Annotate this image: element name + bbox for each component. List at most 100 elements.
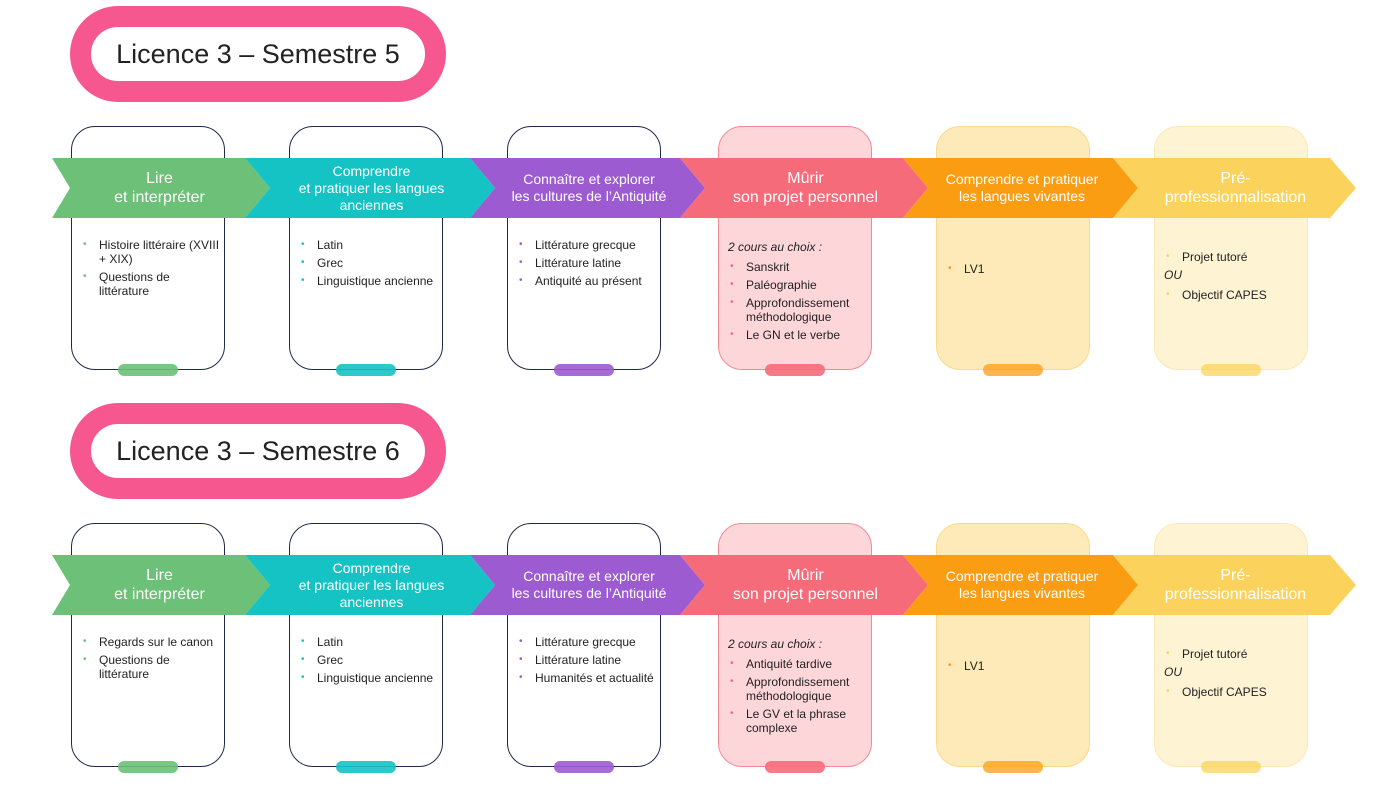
card-content-langues-vivantes: LV1 (946, 659, 1086, 677)
course-item: Regards sur le canon (81, 635, 221, 649)
card-tab-antiquite (554, 761, 614, 773)
arrow-label-line: Pré- (1220, 567, 1251, 584)
semester-5-section: Licence 3 – Semestre 5 Lire et interpréter… (0, 0, 1386, 390)
course-list: Antiquité tardiveApprofondissement métho… (728, 657, 868, 735)
arrow-label-pre-professionnalisation: Pré-professionnalisation (1141, 555, 1330, 615)
arrow-lire (52, 158, 270, 218)
course-list: SanskritPaléographieApprofondissement mé… (728, 260, 868, 342)
card-tab-lire (118, 364, 178, 376)
arrow-label-line: Lire (146, 567, 173, 584)
course-list: LV1 (946, 659, 1086, 673)
arrow-label-line: les cultures de l’Antiquité (511, 585, 667, 601)
arrow-label-line: Comprendre (332, 162, 411, 179)
course-item: LV1 (946, 262, 1086, 276)
semester-title: Licence 3 – Semestre 6 (116, 435, 400, 466)
card-tab-pre-professionnalisation (1201, 364, 1261, 376)
course-item: Littérature latine (517, 653, 657, 667)
arrow-label-line: Mûrir (787, 170, 824, 187)
card-tab-projet-personnel (765, 761, 825, 773)
course-item: Grec (299, 256, 439, 270)
arrow-label-lire: Lire et interpréter (74, 555, 245, 615)
course-item: Littérature latine (517, 256, 657, 270)
arrow-label-line: Lire (146, 170, 173, 187)
course-item: Latin (299, 238, 439, 252)
arrow-label-line: anciennes (339, 196, 404, 213)
semester-title: Licence 3 – Semestre 5 (116, 38, 400, 69)
course-item: Littérature grecque (517, 635, 657, 649)
course-item: Linguistique ancienne (299, 671, 439, 685)
arrow-label-line: Comprendre et pratiquer (945, 568, 1099, 584)
process-arrows (52, 555, 1356, 615)
arrow-projet-personnel (680, 158, 928, 218)
or-separator: OU (1164, 268, 1182, 282)
card-tab-langues-anciennes (336, 364, 396, 376)
arrow-label-line: et interpréter (114, 586, 205, 603)
arrow-lire (52, 555, 270, 615)
semester-6-section: Licence 3 – Semestre 6 Lire et interpréter… (0, 397, 1386, 787)
choice-note: 2 cours au choix : (728, 240, 823, 254)
arrow-label-line: et pratiquer les langues (298, 576, 445, 593)
arrow-label-line: Connaître et explorer (523, 171, 655, 187)
course-list: Objectif CAPES (1164, 288, 1304, 302)
card-tab-projet-personnel (765, 364, 825, 376)
course-item: Projet tutoré (1164, 250, 1304, 264)
course-item: Sanskrit (728, 260, 868, 274)
course-item: Approfondissement méthodologique (728, 675, 868, 703)
arrow-label-line: Pré- (1220, 170, 1251, 187)
course-list: LatinGrecLinguistique ancienne (299, 635, 439, 685)
arrow-projet-personnel (680, 555, 928, 615)
arrow-langues-anciennes (245, 158, 495, 218)
card-content-antiquite: Littérature grecqueLittérature latineHum… (517, 635, 657, 689)
arrow-label-line: professionnalisation (1164, 189, 1307, 206)
course-item: Humanités et actualité (517, 671, 657, 685)
arrow-label-line: et pratiquer les langues (298, 179, 445, 196)
card-tab-langues-vivantes (983, 364, 1043, 376)
arrow-label-line: anciennes (339, 593, 404, 610)
course-item: Grec (299, 653, 439, 667)
arrow-label-lire: Lire et interpréter (74, 158, 245, 218)
process-arrows (52, 158, 1356, 218)
arrow-pre-professionnalisation (1113, 555, 1356, 615)
semester-title-pill: Licence 3 – Semestre 5 (70, 6, 446, 102)
course-list: Regards sur le canonQuestions de littéra… (81, 635, 221, 681)
arrow-label-line: et interpréter (114, 189, 205, 206)
course-item: Projet tutoré (1164, 647, 1304, 661)
arrow-label-line: Mûrir (787, 567, 824, 584)
card-content-pre-professionnalisation: Projet tutoréOUObjectif CAPES (1164, 647, 1304, 703)
course-list: Littérature grecqueLittérature latineHum… (517, 635, 657, 685)
course-item: Latin (299, 635, 439, 649)
course-list: LatinGrecLinguistique ancienne (299, 238, 439, 288)
arrow-label-line: Comprendre et pratiquer (945, 171, 1099, 187)
semester-title-pill: Licence 3 – Semestre 6 (70, 403, 446, 499)
course-item: Paléographie (728, 278, 868, 292)
course-item: Approfondissement méthodologique (728, 296, 868, 324)
arrow-label-line: les langues vivantes (958, 585, 1086, 601)
arrow-langues-vivantes (903, 158, 1138, 218)
arrow-antiquite (470, 158, 705, 218)
course-item: Littérature grecque (517, 238, 657, 252)
arrow-langues-anciennes (245, 555, 495, 615)
card-tab-lire (118, 761, 178, 773)
course-list: LV1 (946, 262, 1086, 276)
arrow-label-line: Connaître et explorer (523, 568, 655, 584)
choice-note: 2 cours au choix : (728, 637, 823, 651)
course-item: Antiquité au présent (517, 274, 657, 288)
arrow-label-line: les langues vivantes (958, 188, 1086, 204)
card-content-projet-personnel: 2 cours au choix : Antiquité tardiveAppro… (728, 635, 868, 739)
card-tab-langues-anciennes (336, 761, 396, 773)
arrow-antiquite (470, 555, 705, 615)
arrow-label-pre-professionnalisation: Pré-professionnalisation (1141, 158, 1330, 218)
course-list: Objectif CAPES (1164, 685, 1304, 699)
course-item: Objectif CAPES (1164, 685, 1304, 699)
card-content-langues-anciennes: LatinGrecLinguistique ancienne (299, 238, 439, 292)
arrow-label-line: son projet personnel (733, 189, 878, 206)
course-item: Questions de littérature (81, 653, 221, 681)
